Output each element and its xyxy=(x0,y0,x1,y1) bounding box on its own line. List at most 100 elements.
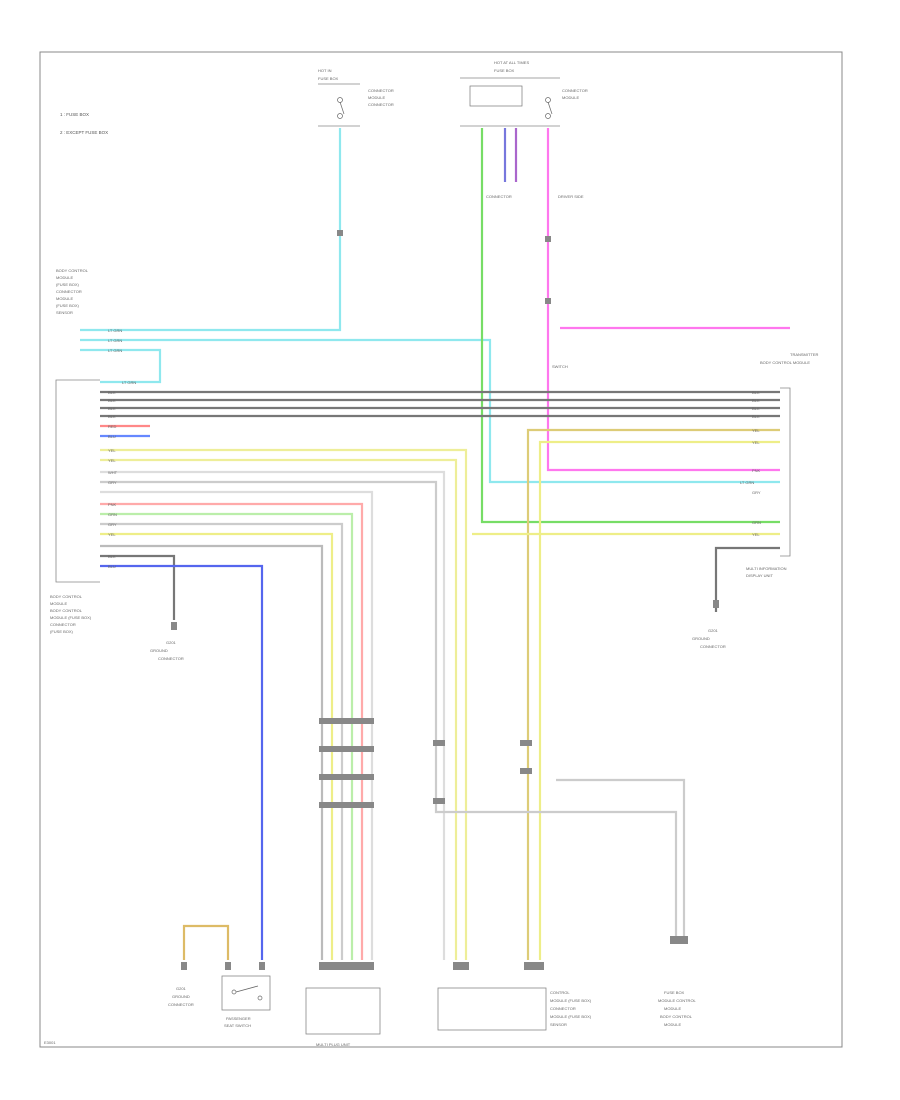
bottom-center-unit: MULTI PLUG UNIT xyxy=(305,987,381,1047)
left-lower-module-label: (FUSE BOX) xyxy=(50,629,74,634)
wire-lt-grn xyxy=(80,338,780,484)
top-left-fuse-label: FUSE BOX xyxy=(318,76,339,81)
left-module-label: MODULE xyxy=(56,275,73,280)
ground-bottom: G201 GROUND CONNECTOR xyxy=(168,986,194,1007)
right-module-label: DISPLAY UNIT xyxy=(746,573,774,578)
top-right-fuse-label: HOT AT ALL TIMES xyxy=(494,60,529,65)
svg-text:GROUND: GROUND xyxy=(692,636,710,641)
left-lower-module-label: CONNECTOR xyxy=(50,622,76,627)
wire-yel xyxy=(526,428,780,960)
svg-text:CONNECTOR: CONNECTOR xyxy=(700,644,726,649)
svg-text:LT GRN: LT GRN xyxy=(108,338,122,343)
wire-yel xyxy=(100,532,334,960)
svg-text:MODULE CONTROL: MODULE CONTROL xyxy=(658,998,697,1003)
top-left-fuse-block: HOT IN FUSE BOX CONNECTOR MODULE CONNECT… xyxy=(318,68,394,127)
svg-text:GRY: GRY xyxy=(752,490,761,495)
svg-text:BLK: BLK xyxy=(752,390,760,395)
svg-text:LT GRN: LT GRN xyxy=(108,348,122,353)
svg-text:GROUND: GROUND xyxy=(150,648,168,653)
svg-text:YEL: YEL xyxy=(108,448,116,453)
legend-item-1: 1 : FUSE BOX xyxy=(60,112,89,117)
top-left-fuse-label: MODULE xyxy=(368,95,385,100)
svg-text:BLK: BLK xyxy=(108,406,116,411)
svg-text:BLK: BLK xyxy=(108,414,116,419)
svg-text:G201: G201 xyxy=(708,628,719,633)
svg-text:RED: RED xyxy=(108,424,117,429)
svg-text:CONTROL: CONTROL xyxy=(550,990,570,995)
svg-text:BODY CONTROL: BODY CONTROL xyxy=(660,1014,693,1019)
left-lower-module-label: BODY CONTROL xyxy=(50,594,83,599)
wire-yel xyxy=(100,448,468,960)
svg-text:BLK: BLK xyxy=(108,390,116,395)
svg-text:BLK: BLK xyxy=(108,554,116,559)
wire-grn xyxy=(100,512,354,960)
svg-text:LT GRN: LT GRN xyxy=(108,328,122,333)
wire-gry xyxy=(100,522,344,960)
svg-text:CONNECTOR: CONNECTOR xyxy=(158,656,184,661)
svg-text:MODULE: MODULE xyxy=(664,1022,681,1027)
wire-blk xyxy=(100,554,176,620)
top-right-fuse-block: HOT AT ALL TIMES FUSE BOX CONNECTOR MODU… xyxy=(460,60,588,127)
wire-yel xyxy=(538,440,780,960)
svg-text:BLK: BLK xyxy=(752,406,760,411)
wire-lt-grn xyxy=(80,348,162,384)
svg-text:SENSOR: SENSOR xyxy=(550,1022,567,1027)
svg-text:CONNECTOR: CONNECTOR xyxy=(550,1006,576,1011)
left-module-label: SENSOR xyxy=(56,310,73,315)
wire-gry xyxy=(100,480,678,940)
svg-text:SEAT SWITCH: SEAT SWITCH xyxy=(224,1023,251,1028)
svg-text:PNK: PNK xyxy=(752,468,761,473)
right-top-module-label: BODY CONTROL MODULE xyxy=(760,360,810,365)
bottom-switch: PASSENGER SEAT SWITCH xyxy=(221,975,271,1028)
diagram-frame xyxy=(39,51,843,1048)
svg-text:LT GRN: LT GRN xyxy=(740,480,754,485)
svg-text:FUSE BOX: FUSE BOX xyxy=(664,990,685,995)
wire-yel xyxy=(100,458,458,960)
top-left-fuse-label: HOT IN xyxy=(318,68,332,73)
wire-gry xyxy=(100,544,324,960)
bottom-right-unit-b: FUSE BOX MODULE CONTROL MODULE BODY CONT… xyxy=(658,990,697,1027)
left-lower-module-label: BODY CONTROL xyxy=(50,608,83,613)
left-module-label: MODULE xyxy=(56,296,73,301)
svg-text:MODULE (FUSE BOX): MODULE (FUSE BOX) xyxy=(550,998,592,1003)
wire-gry xyxy=(556,778,686,940)
svg-text:YEL: YEL xyxy=(108,458,116,463)
ground-right: G201 GROUND CONNECTOR xyxy=(692,628,726,649)
legend-item-2: 2 : EXCEPT FUSE BOX xyxy=(60,130,108,135)
svg-text:BLK: BLK xyxy=(752,398,760,403)
svg-text:MULTI PLUG UNIT: MULTI PLUG UNIT xyxy=(316,1042,351,1047)
top-right-fuse-label: MODULE xyxy=(562,95,579,100)
svg-text:GRN: GRN xyxy=(108,512,117,517)
svg-text:MODULE: MODULE xyxy=(664,1006,681,1011)
wire-org xyxy=(182,924,230,960)
left-module: BODY CONTROL MODULE (FUSE BOX) CONNECTOR… xyxy=(50,268,100,634)
left-module-label: (FUSE BOX) xyxy=(56,282,80,287)
wire-blu xyxy=(100,564,264,960)
svg-text:WHT: WHT xyxy=(108,470,118,475)
left-module-label: CONNECTOR xyxy=(56,289,82,294)
svg-text:MODULE (FUSE BOX): MODULE (FUSE BOX) xyxy=(550,1014,592,1019)
svg-text:PNK: PNK xyxy=(108,502,117,507)
wire-blk xyxy=(714,546,780,612)
right-module: MULTI INFORMATION DISPLAY UNIT TRANSMITT… xyxy=(552,352,819,578)
svg-text:GRN: GRN xyxy=(752,520,761,525)
svg-text:YEL: YEL xyxy=(752,440,760,445)
top-right-fuse-label: CONNECTOR xyxy=(562,88,588,93)
svg-text:GRY: GRY xyxy=(108,480,117,485)
left-module-label: (FUSE BOX) xyxy=(56,303,80,308)
svg-text:YEL: YEL xyxy=(752,532,760,537)
svg-text:GRY: GRY xyxy=(108,522,117,527)
wire-grn xyxy=(480,128,780,524)
ground-left: G201 GROUND CONNECTOR xyxy=(150,640,184,661)
svg-text:YEL: YEL xyxy=(752,428,760,433)
connector-markers xyxy=(171,230,719,970)
svg-text:G201: G201 xyxy=(176,986,187,991)
left-module-label: BODY CONTROL xyxy=(56,268,89,273)
svg-text:YEL: YEL xyxy=(108,532,116,537)
wire-lt-grn xyxy=(80,128,342,332)
bottom-right-unit-a: CONTROL MODULE (FUSE BOX) CONNECTOR MODU… xyxy=(437,987,592,1031)
inline-note: CONNECTOR xyxy=(486,194,512,199)
svg-text:BLU: BLU xyxy=(108,434,116,439)
svg-text:BLK: BLK xyxy=(108,398,116,403)
